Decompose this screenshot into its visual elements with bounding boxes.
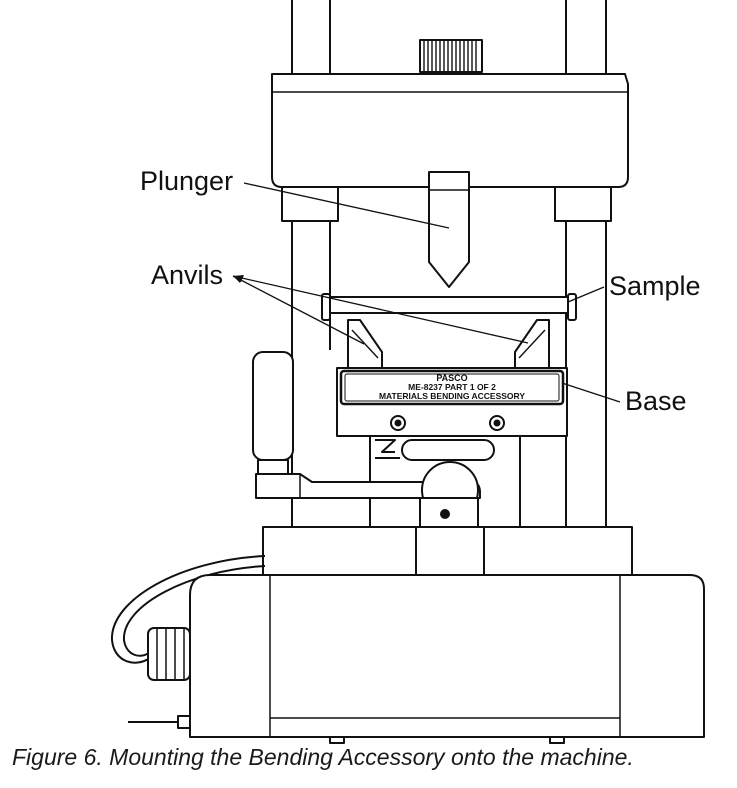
- callout-leaders: [232, 182, 621, 403]
- handle-grip: [252, 351, 294, 475]
- leader-arrowheads: [233, 275, 244, 283]
- label-base: Base: [625, 386, 687, 416]
- lever-hub: [419, 461, 479, 529]
- label-anvils: Anvils: [151, 260, 223, 290]
- nameplate-model: ME-8237 PART 1 OF 2: [408, 382, 496, 392]
- anvil-left: [347, 319, 383, 369]
- anvil-right: [514, 319, 550, 369]
- upper-columns: [291, 0, 607, 78]
- cable: [110, 555, 266, 664]
- accessory-base: [336, 367, 568, 437]
- platform: [262, 526, 633, 576]
- sample-bar: [321, 293, 577, 321]
- ground-wire: [128, 715, 191, 729]
- label-plunger: Plunger: [140, 166, 233, 196]
- nameplate-brand: PASCO: [436, 373, 467, 383]
- nameplate-product: MATERIALS BENDING ACCESSORY: [379, 391, 525, 401]
- adjustment-knob: [419, 39, 483, 73]
- crosshead: [271, 73, 629, 188]
- cable-connector: [147, 627, 191, 681]
- column-collars: [281, 186, 612, 222]
- mounting-screws: [390, 415, 505, 431]
- figure-caption: Figure 6. Mounting the Bending Accessory…: [12, 744, 634, 770]
- label-sample: Sample: [609, 271, 701, 301]
- machine-base: [189, 574, 705, 744]
- plunger: [428, 171, 470, 288]
